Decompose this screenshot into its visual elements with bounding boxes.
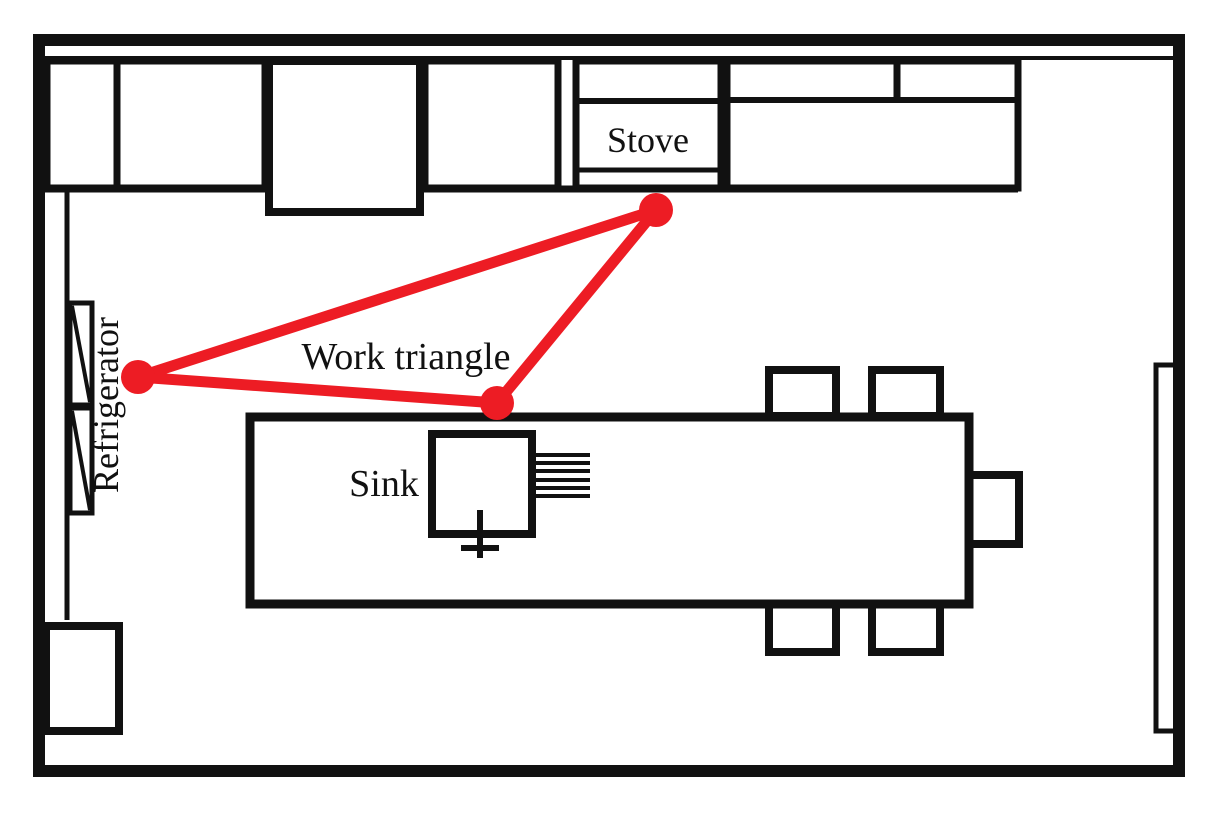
- refrigerator-label: Refrigerator: [86, 317, 126, 493]
- edge-stove-sink: [491, 204, 662, 409]
- chair-right: [965, 471, 1023, 548]
- stove-outline: [572, 57, 725, 192]
- refrigerator-door-1: [67, 300, 95, 408]
- chair-top-1: [765, 366, 840, 420]
- sink-symbol: Sink: [349, 430, 590, 558]
- kitchen-island: [245, 412, 974, 609]
- refrigerator-symbol: Refrigerator: [67, 300, 126, 516]
- sink-label: Sink: [349, 463, 419, 505]
- edge-refrigerator-sink: [132, 371, 503, 409]
- refrigerator-vertex-dot: [121, 360, 155, 394]
- right-cabinet-outline: [723, 57, 1022, 192]
- stove-block: Stove: [572, 57, 725, 192]
- drain-cross-icon: [461, 510, 499, 558]
- right-cabinet-block: [723, 57, 1022, 192]
- cabinet-protruding-unit: [265, 57, 424, 216]
- right-counter-strip: [1153, 362, 1173, 734]
- work-triangle: Work triangle: [121, 193, 673, 420]
- refrigerator-door-2: [67, 405, 95, 516]
- chair-bottom-2: [868, 600, 944, 656]
- bottom-left-cabinet: [42, 622, 123, 735]
- work-triangle-label: Work triangle: [301, 336, 510, 378]
- edge-refrigerator-stove: [132, 204, 662, 383]
- refrigerator-door-1-diagonal: [70, 305, 92, 403]
- faucet-hatch-icon: [533, 453, 590, 498]
- chair-bottom-1: [765, 600, 840, 656]
- stove-vertex-dot: [639, 193, 673, 227]
- chair-top-2: [868, 366, 944, 420]
- cabinet-cell-3: [421, 57, 562, 192]
- cabinet-cell-2: [113, 57, 269, 192]
- stove-label: Stove: [607, 120, 689, 160]
- outer-wall: [33, 34, 1185, 777]
- refrigerator-door-2-diagonal: [70, 410, 92, 511]
- cabinet-cell-1: [43, 57, 121, 192]
- sink-vertex-dot: [480, 386, 514, 420]
